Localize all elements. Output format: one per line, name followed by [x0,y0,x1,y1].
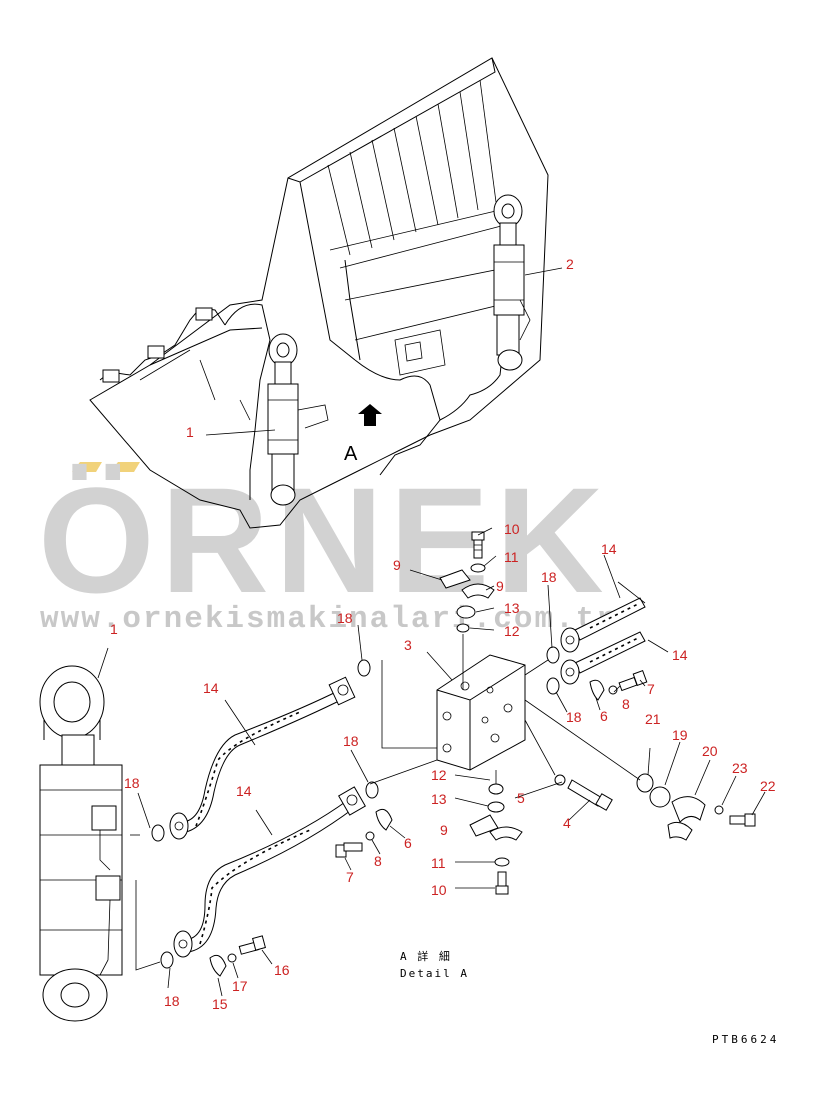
part-label: 18 [337,610,353,626]
part-labels: 1 2 1 3 4 5 6 6 7 7 8 8 9 9 9 10 10 11 1… [110,256,776,1012]
part-label: 15 [212,996,228,1012]
part-label: 2 [566,256,574,272]
part-label: 18 [164,993,180,1009]
part-label: 19 [672,727,688,743]
part-label: 9 [440,822,448,838]
watermark-url: www.ornekismakinalari.com.tr [40,602,617,637]
part-label: 18 [124,775,140,791]
bottom-fitting-stack [469,770,523,895]
part-label: 14 [672,647,688,663]
part-label: 9 [393,557,401,573]
part-label: 9 [496,578,504,594]
part-label: 14 [236,783,252,799]
top-fitting-stack [439,531,495,690]
lift-cylinder [39,665,123,1022]
part-label: 7 [346,869,354,885]
bucket-cylinder-left [267,333,329,506]
hose-right-lower [560,631,646,685]
watermark-accent-right [110,462,140,472]
part-label: 11 [504,549,519,565]
part-label: 21 [645,711,661,727]
view-mark: A [344,443,358,465]
part-label: 5 [517,790,525,806]
bucket-assembly: A [89,57,563,529]
view-arrow-icon [358,404,382,426]
part-label: 13 [431,791,447,807]
part-label: 13 [504,600,520,616]
watermark-brand: ÖRNEK [38,456,610,624]
hose-lower [173,786,366,958]
part-label: 14 [203,680,219,696]
part-label: 7 [647,681,655,697]
part-label: 18 [541,569,557,585]
o-ring-icon [160,951,174,969]
part-label: 10 [431,882,447,898]
part-label: 23 [732,760,748,776]
part-label: 17 [232,978,248,994]
part-label: 1 [186,424,194,440]
part-label: 1 [110,621,118,637]
detail-caption-english: Detail A [400,967,469,980]
part-label: 18 [566,709,582,725]
part-label: 12 [431,767,447,783]
part-label: 8 [374,853,382,869]
part-label: 8 [622,696,630,712]
watermark-accent-left [72,462,102,472]
hose-right-upper [560,597,646,653]
watermark: ÖRNEK www.ornekismakinalari.com.tr [38,456,617,637]
part-label: 12 [504,623,520,639]
part-label: 22 [760,778,776,794]
bucket-cylinder-right [493,194,531,371]
hose-upper [169,676,356,840]
valve-block [436,654,526,771]
part-label: 4 [563,815,571,831]
part-label: 20 [702,743,718,759]
o-ring-icon [357,659,371,677]
o-ring-icon [546,646,560,664]
drawing-code: PTB6624 [712,1033,779,1046]
part-label: 6 [600,708,608,724]
o-ring-icon [151,824,165,842]
part-label: 14 [601,541,617,557]
part-label: 3 [404,637,412,653]
part-label: 18 [343,733,359,749]
part-label: 11 [431,855,446,871]
o-ring-icon [546,677,560,695]
o-ring-icon [365,781,379,799]
detail-caption-japanese: A 詳 細 [400,949,452,963]
part-label: 10 [504,521,520,537]
part-label: 6 [404,835,412,851]
part-label: 16 [274,962,290,978]
detail-a-assembly [39,527,766,1022]
